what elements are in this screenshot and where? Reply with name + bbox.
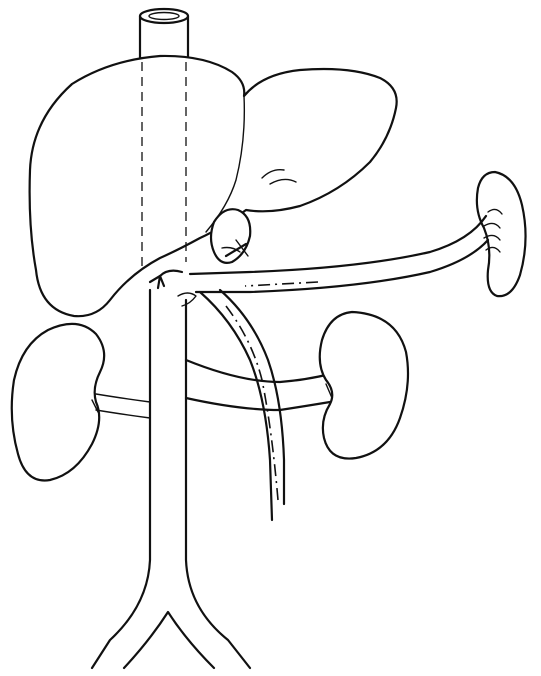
shunt-catheter [200, 290, 284, 520]
liver [30, 56, 397, 316]
portal-junction [150, 271, 196, 306]
spleen [477, 172, 526, 296]
left-kidney [320, 312, 408, 459]
suprahepatic-ivc [140, 9, 188, 62]
right-kidney [12, 324, 150, 481]
gallbladder [211, 209, 250, 263]
inferior-vena-cava [92, 290, 250, 668]
